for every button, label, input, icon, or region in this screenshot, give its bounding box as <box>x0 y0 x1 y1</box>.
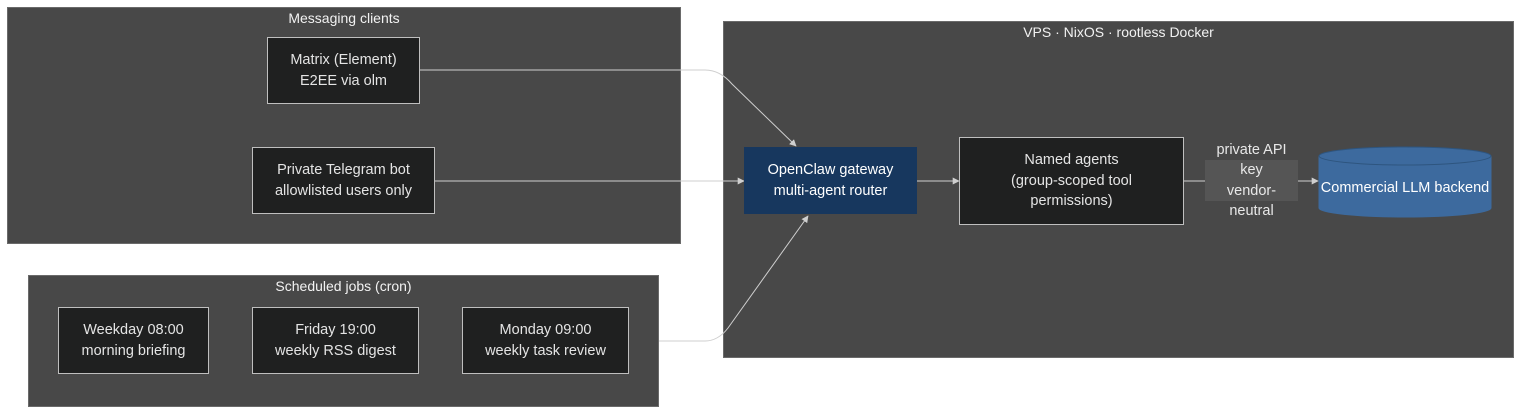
edge-label-line-1: private API key <box>1216 141 1287 179</box>
node-monday-line-2: weekly task review <box>485 342 606 359</box>
node-named-agents[interactable]: Named agents (group-scoped tool permissi… <box>959 137 1184 225</box>
edge-label-agents-to-llm: private API key vendor-neutral <box>1205 142 1298 219</box>
node-friday-job[interactable]: Friday 19:00 weekly RSS digest <box>252 307 419 374</box>
node-openclaw-gateway[interactable]: OpenClaw gateway multi-agent router <box>744 147 917 214</box>
node-matrix-element[interactable]: Matrix (Element) E2EE via olm <box>267 37 420 104</box>
edge-cron-to-gateway <box>659 215 809 342</box>
node-telegram-line-2: allowlisted users only <box>274 182 412 199</box>
node-telegram-bot[interactable]: Private Telegram bot allowlisted users o… <box>252 147 435 214</box>
node-agents-line-1: Named agents <box>1024 152 1119 169</box>
node-weekday-line-1: Weekday 08:00 <box>83 322 184 338</box>
cluster-scheduled-jobs-title: Scheduled jobs (cron) <box>275 278 412 294</box>
edge-matrix-to-gateway <box>420 69 797 147</box>
node-agents-line-2: (group-scoped tool <box>1011 172 1132 189</box>
node-matrix-line-2: E2EE via olm <box>299 72 388 89</box>
node-agents-line-3: permissions) <box>1030 193 1113 210</box>
node-monday-job[interactable]: Monday 09:00 weekly task review <box>462 307 629 374</box>
node-matrix-line-1: Matrix (Element) <box>290 52 397 68</box>
node-telegram-line-1: Private Telegram bot <box>277 162 410 178</box>
llm-backend-cylinder <box>1318 146 1492 218</box>
node-weekday-job[interactable]: Weekday 08:00 morning briefing <box>58 307 209 374</box>
node-llm-backend-label[interactable]: Commercial LLM backend <box>1320 180 1490 196</box>
cluster-messaging-clients-title: Messaging clients <box>288 10 400 26</box>
edge-label-line-2: vendor-neutral <box>1226 182 1277 220</box>
cluster-vps-title: VPS · NixOS · rootless Docker <box>1023 24 1214 40</box>
node-friday-line-2: weekly RSS digest <box>275 342 396 359</box>
node-weekday-line-2: morning briefing <box>81 342 186 359</box>
node-monday-line-1: Monday 09:00 <box>499 322 592 338</box>
node-friday-line-1: Friday 19:00 <box>295 322 376 338</box>
node-gateway-line-1: OpenClaw gateway <box>767 162 894 178</box>
node-gateway-line-2: multi-agent router <box>773 182 888 199</box>
